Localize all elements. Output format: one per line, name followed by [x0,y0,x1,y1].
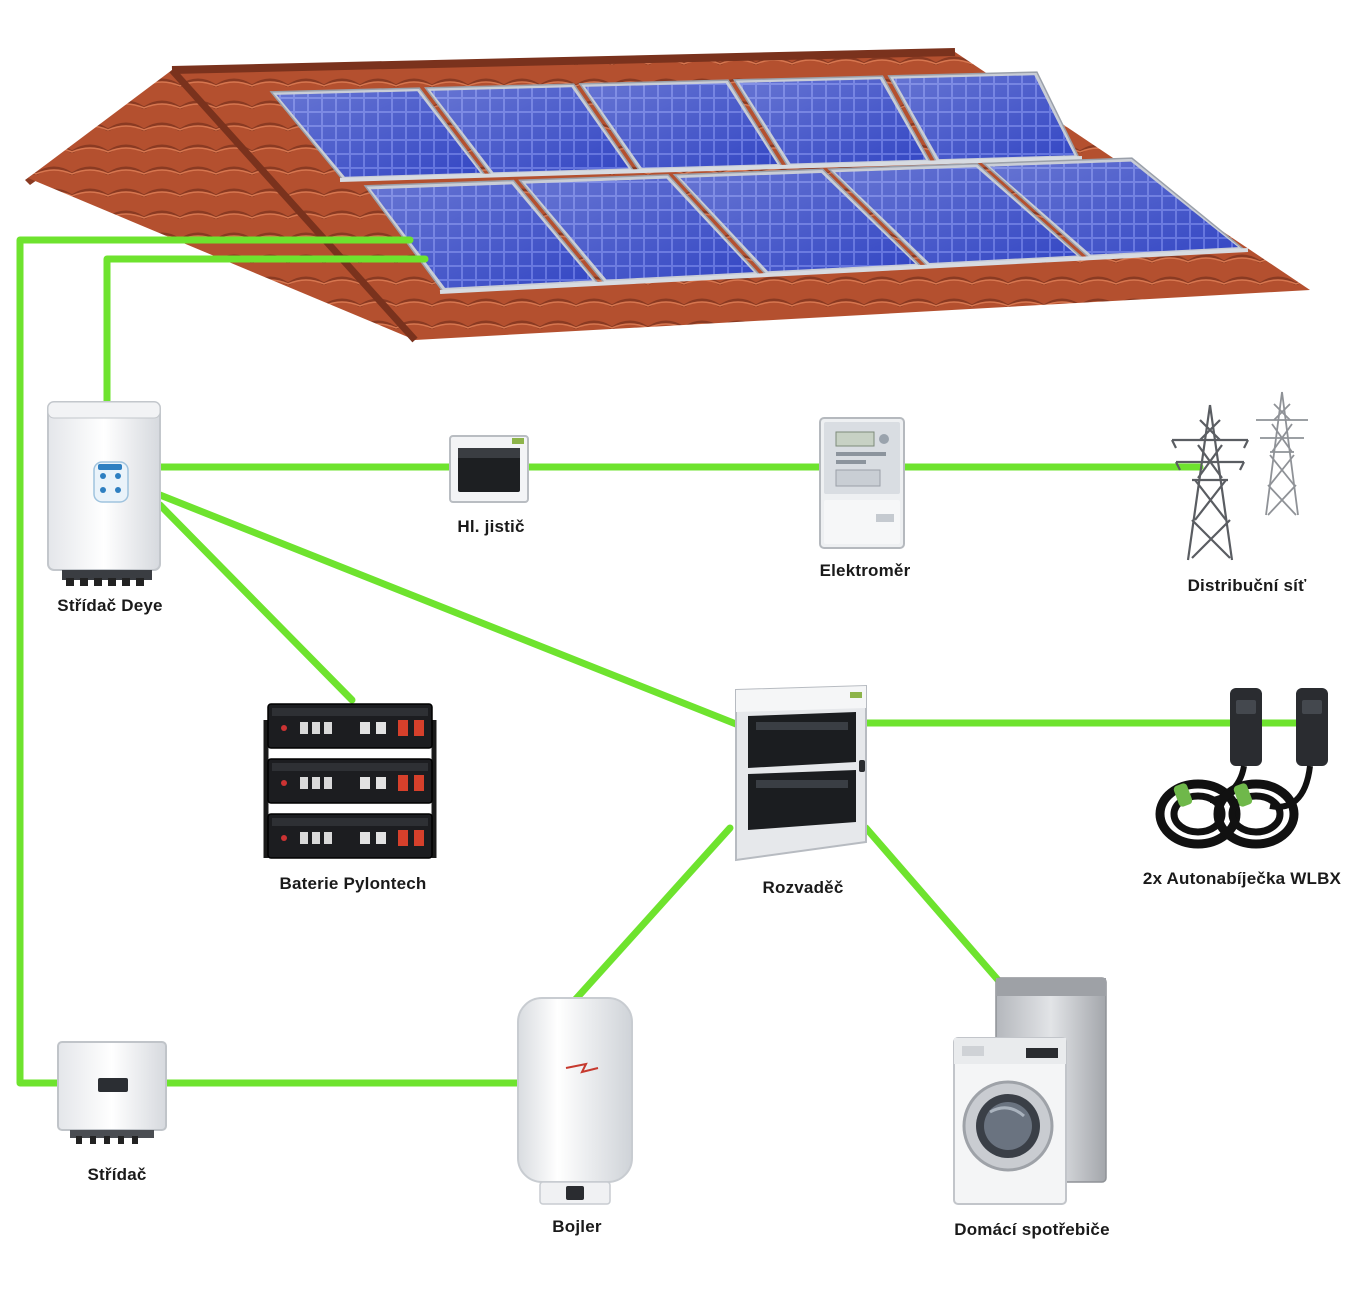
battery-port [376,777,386,789]
battery-switch [324,777,332,789]
solar-panel-shine [585,83,778,168]
label-ev-charger: 2x Autonabíječka WLBX [1142,869,1342,888]
label-inverter: Střídač [87,1165,147,1184]
wire-roof-to-inverter-outer [16,236,414,1087]
label-battery: Baterie Pylontech [279,874,427,893]
solar-panel-shine [893,75,1075,160]
battery-terminal [414,720,424,736]
roof-hip [169,67,418,343]
wire-deye-to-switchboard [156,491,740,728]
inverter-icon [57,1041,167,1144]
battery-top-strip [272,763,428,771]
battery-rack-icon [263,703,437,859]
battery-switch [300,777,308,789]
battery-port [360,722,370,734]
wire-switchboard-to-appliances [862,824,1002,984]
battery-port [376,722,386,734]
battery-switch [312,777,320,789]
label-inverter-deye: Střídač Deye [57,596,163,615]
battery-led [281,835,287,841]
battery-led [281,725,287,731]
battery-port [360,832,370,844]
battery-top-strip [272,818,428,826]
wire-roof-to-inverter-deye [103,255,429,406]
battery-switch [324,832,332,844]
roof-ridge [171,48,956,74]
battery-terminal [414,775,424,791]
wiring [16,236,1300,1087]
battery-top-strip [272,708,428,716]
wire-deye-to-battery [156,501,356,704]
label-appliances: Domácí spotřebiče [954,1220,1110,1239]
solar-panel-shine [430,87,629,173]
hybrid-inverter-icon [47,401,161,586]
solar-panel-shine [680,172,916,272]
battery-terminal [398,775,408,791]
battery-switch [324,722,332,734]
battery-switch [300,832,308,844]
battery-terminal [398,830,408,846]
roof-with-solar-panels [25,48,1310,343]
label-grid: Distribuční síť [1187,576,1307,595]
battery-led [281,780,287,786]
solar-panel-shine [276,91,481,177]
label-switchboard: Rozvaděč [762,878,844,897]
wire-switchboard-to-boiler [571,824,734,1004]
breaker-box-icon [449,435,529,503]
battery-switch [300,722,308,734]
mounting-rail [339,156,1083,182]
battery-switch [312,832,320,844]
battery-terminal [414,830,424,846]
label-boiler: Bojler [552,1217,602,1236]
electricity-meter-icon [819,417,905,549]
solar-panel-shine [739,79,926,164]
solar-panel-shine [835,167,1077,263]
power-pylon-icon [1171,391,1308,561]
mounting-rail [439,248,1249,294]
label-meter: Elektroměr [819,561,911,580]
switchboard-icon [735,684,867,862]
ev-charger-icon [1155,688,1328,849]
solar-panel-shine [525,178,754,280]
solar-panel-array [269,71,1249,294]
battery-port [360,777,370,789]
battery-port [376,832,386,844]
water-heater-icon [517,997,633,1205]
battery-switch [312,722,320,734]
label-main-breaker: Hl. jistič [457,517,525,536]
solar-panel-shine [989,161,1239,255]
washing-machine-icon [953,977,1107,1205]
battery-terminal [398,720,408,736]
